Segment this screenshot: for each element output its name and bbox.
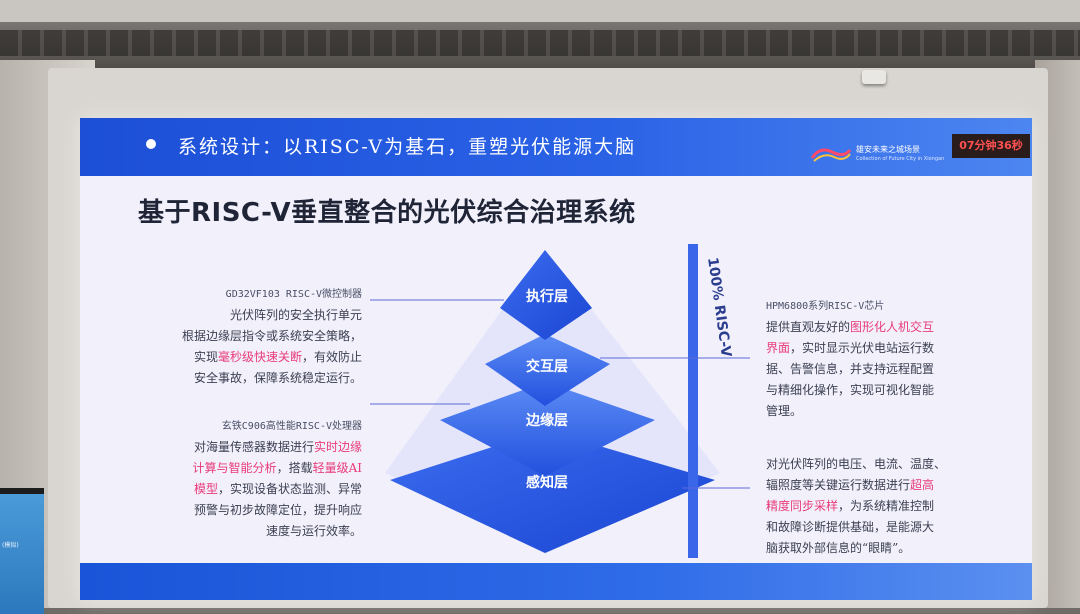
text-line: 据、告警信息，并支持远程配置	[766, 362, 935, 376]
text-line: 辐照度等关键运行数据进行超高	[766, 478, 935, 492]
side-monitor-text: (模拟)	[2, 542, 19, 549]
bullet-icon	[146, 139, 156, 149]
text-line: 对海量传感器数据进行实时边缘	[193, 440, 362, 454]
slide-banner: 系统设计：以RISC-V为基石，重塑光伏能源大脑 雄安未来之城场景 Collec…	[80, 118, 1032, 176]
text-line: 对光伏阵列的电压、电流、温度、	[766, 457, 947, 471]
banner-heading: 系统设计：以RISC-V为基石，重塑光伏能源大脑	[178, 136, 637, 158]
risc-v-bar	[688, 244, 698, 558]
ceiling-vent	[0, 30, 1080, 56]
logo-subtext: Collection of Future City in Xiongan	[856, 156, 945, 162]
text-line: 光伏阵列的安全执行单元	[229, 308, 362, 322]
text-line: 提供直观友好的图形化人机交互	[766, 320, 935, 334]
text-line: 界面，实时显示光伏电站运行数	[766, 341, 935, 355]
layer-label-edge: 边缘层	[526, 413, 568, 429]
projected-slide: 系统设计：以RISC-V为基石，重塑光伏能源大脑 雄安未来之城场景 Collec…	[80, 118, 1032, 600]
layer-execution-shape	[500, 250, 592, 340]
risc-v-vertical-label: 100% RISC-V	[704, 256, 734, 358]
text-line: 预警与初步故障定位，提升响应	[193, 503, 362, 517]
layer-perception-shape	[390, 430, 715, 553]
layer-label-perception: 感知层	[526, 475, 568, 491]
text-line: 脑获取外部信息的“眼睛”。	[766, 541, 911, 555]
logo-text: 雄安未来之城场景	[856, 145, 920, 154]
text-line: 根据边缘层指令或系统安全策略，	[181, 329, 362, 343]
chip-heading: HPM6800系列RISC-V芯片	[766, 301, 885, 312]
layer-pyramid: 100% RISC-V	[370, 244, 750, 558]
countdown-timer: 07分钟36秒	[952, 134, 1030, 158]
text-line: 与精细化操作，实现可视化智能	[766, 383, 935, 397]
text-line: 精度同步采样，为系统精准控制	[766, 499, 935, 513]
text-line: 计算与智能分析，搭载轻量级AI	[192, 461, 362, 475]
text-line: 模型，实现设备状态监测、异常	[193, 482, 362, 496]
xiongan-logo-icon	[810, 148, 852, 162]
chip-heading: GD32VF103 RISC-V微控制器	[225, 289, 362, 300]
side-monitor: (模拟)	[0, 488, 44, 614]
ceiling-beam	[0, 0, 1080, 22]
slide-footer-band	[80, 563, 1032, 600]
layer-interaction-shape	[485, 334, 610, 406]
text-line: 速度与运行效率。	[265, 524, 362, 538]
text-line: 和故障诊断提供基础，是能源大	[766, 520, 935, 534]
text-line: 实现毫秒级快速关断，有效防止	[193, 350, 362, 364]
left-top-description: GD32VF103 RISC-V微控制器 光伏阵列的安全执行单元 根据边缘层指令…	[110, 284, 362, 389]
layer-label-execution: 执行层	[526, 289, 568, 305]
right-top-description: HPM6800系列RISC-V芯片 提供直观友好的图形化人机交互 界面，实时显示…	[766, 296, 1006, 422]
right-bottom-description: 对光伏阵列的电压、电流、温度、 辐照度等关键运行数据进行超高 精度同步采样，为系…	[766, 454, 1016, 559]
layer-edge-shape	[440, 382, 655, 476]
ceiling-camera	[862, 70, 886, 84]
layer-label-interaction: 交互层	[526, 359, 568, 375]
slide-title: 基于RISC-V垂直整合的光伏综合治理系统	[138, 198, 636, 228]
chip-heading: 玄铁C906高性能RISC-V处理器	[221, 421, 362, 432]
left-bottom-description: 玄铁C906高性能RISC-V处理器 对海量传感器数据进行实时边缘 计算与智能分…	[110, 416, 362, 542]
text-line: 管理。	[766, 404, 803, 418]
text-line: 安全事故，保障系统稳定运行。	[193, 371, 362, 385]
